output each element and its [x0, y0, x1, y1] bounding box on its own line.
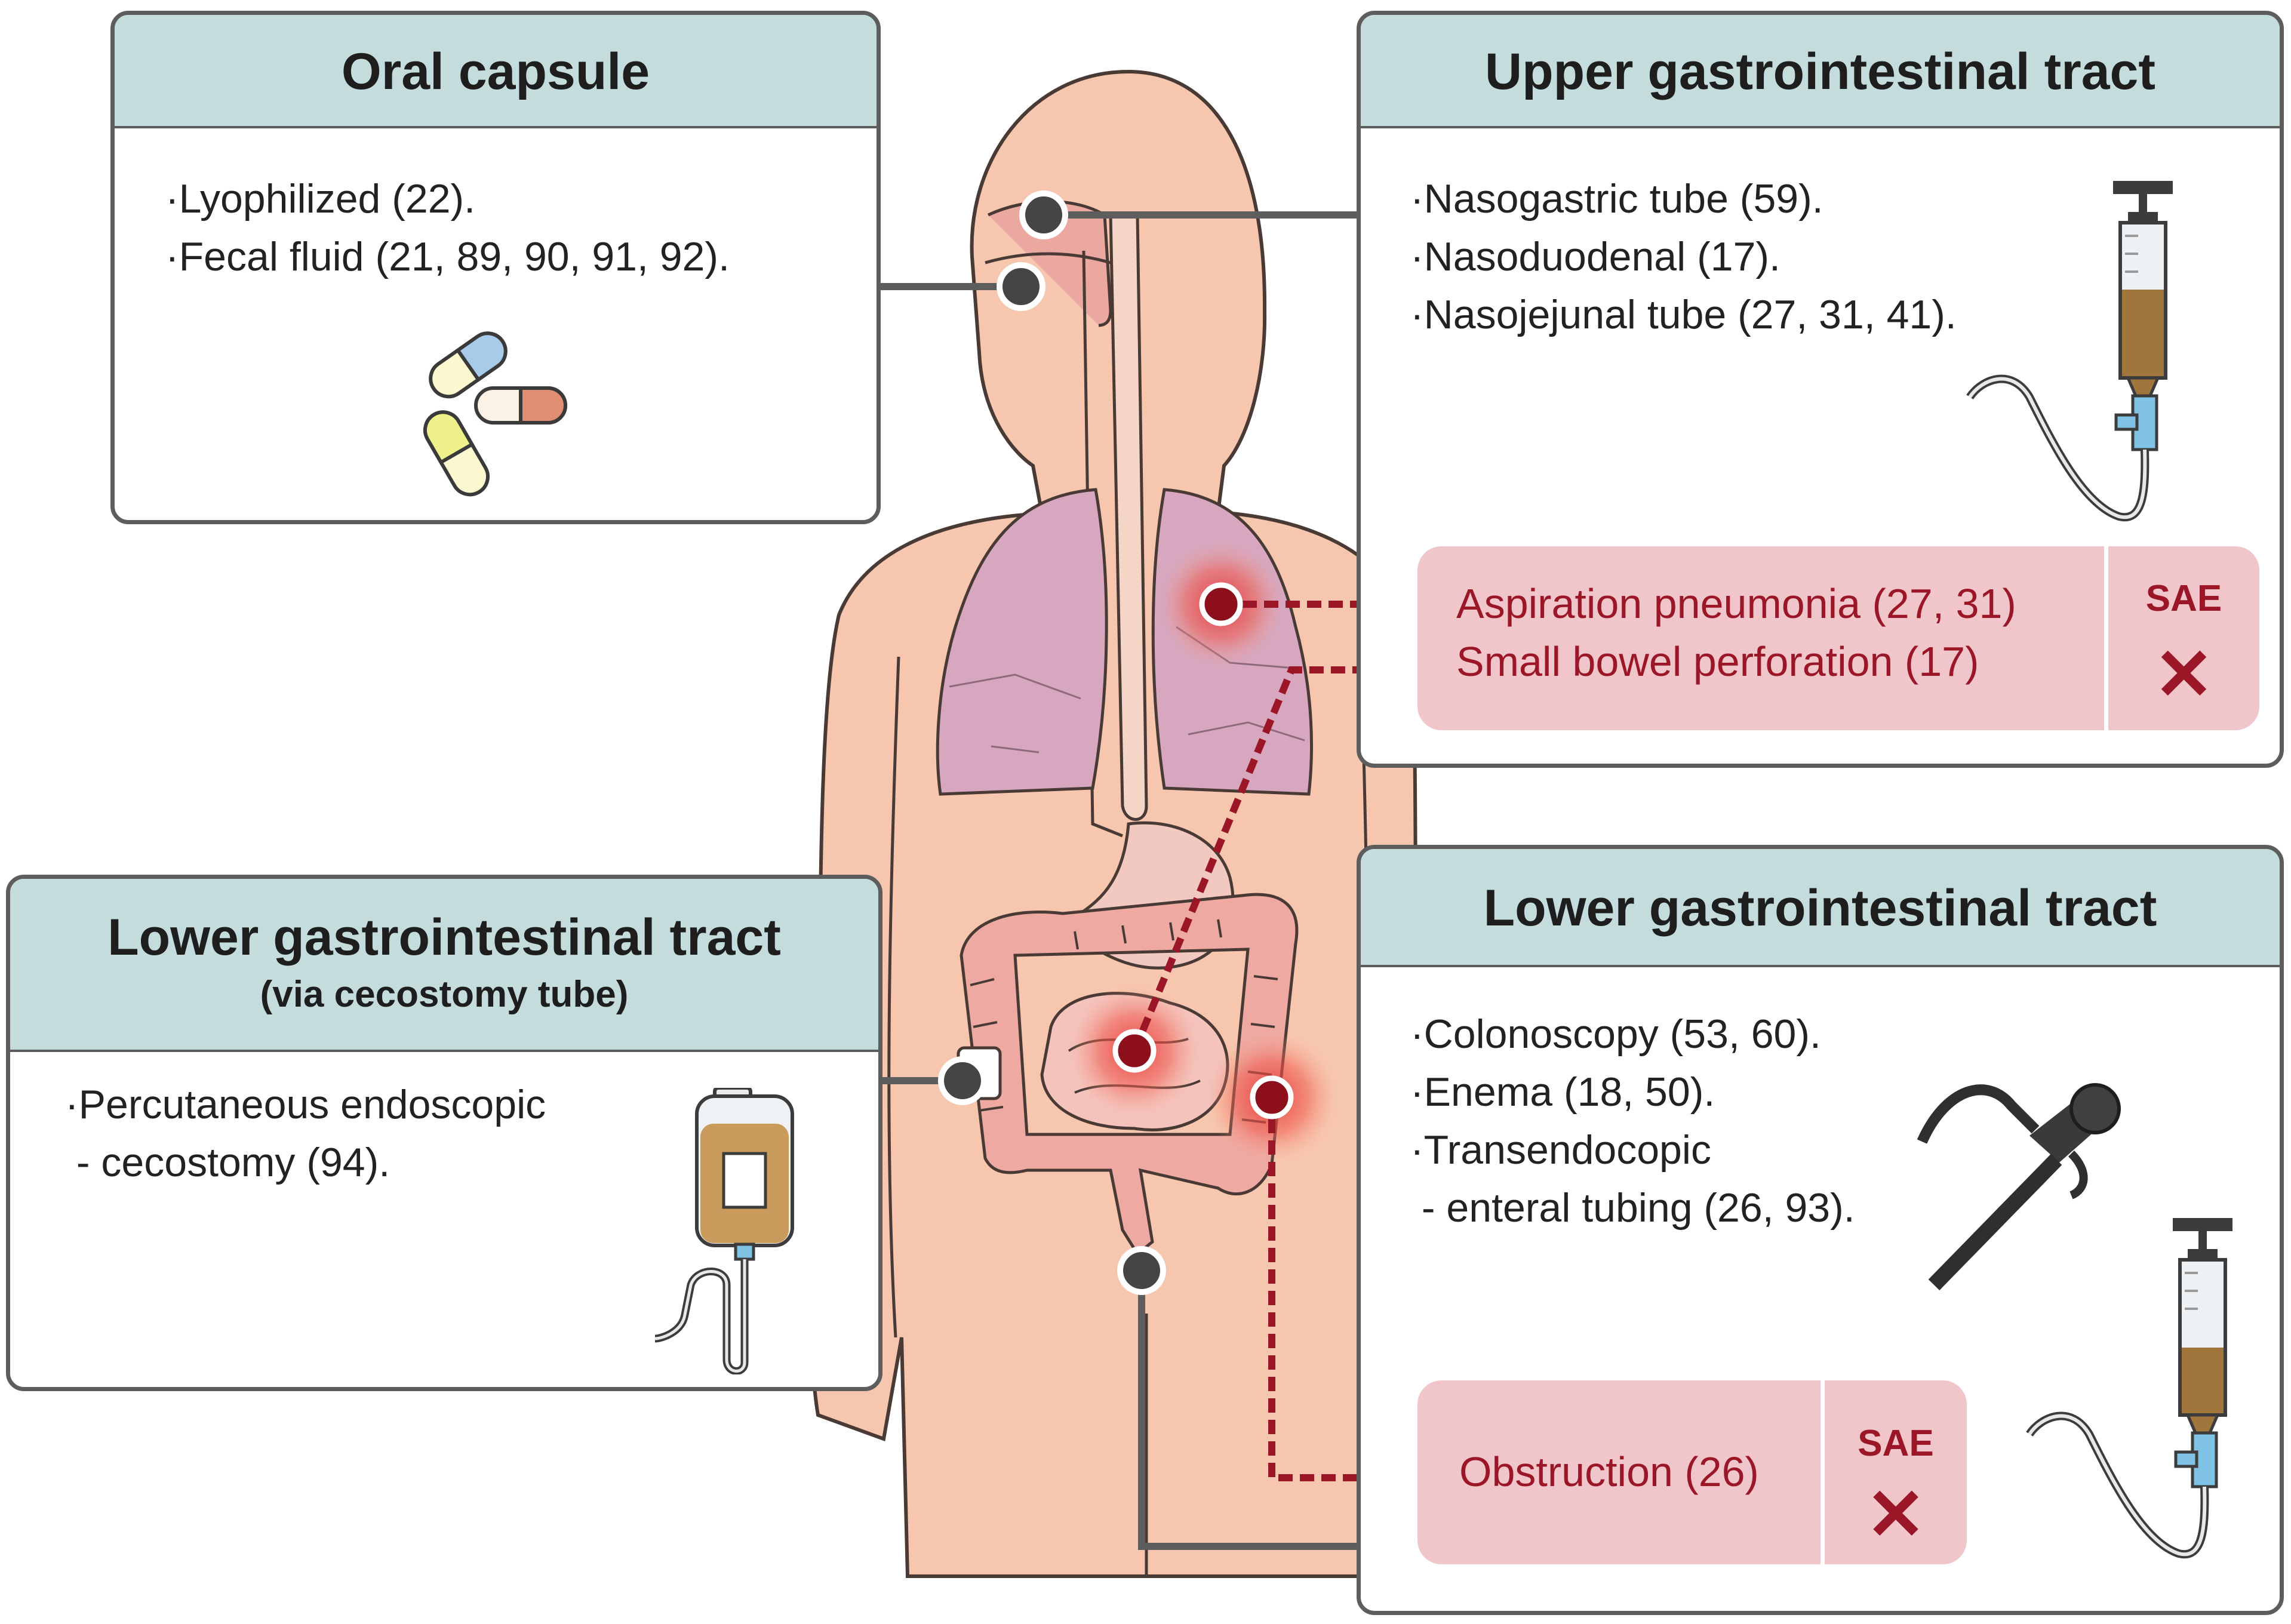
oral-capsule-list: ·Lyophilized (22). ·Fecal fluid (21, 89,…: [165, 170, 730, 286]
oral-capsule-item: ·Lyophilized (22).: [165, 176, 476, 222]
lower-gi-sae-box: Obstruction (26) SAE ✕: [1417, 1380, 1967, 1564]
upper-gi-sae-label: SAE: [2145, 578, 2222, 619]
lung-lesion-point: [1199, 582, 1243, 626]
lower-gi-list: ·Colonoscopy (53, 60). ·Enema (18, 50). …: [1410, 1005, 1855, 1237]
oral-capsule-title: Oral capsule: [341, 43, 650, 100]
upper-gi-header: Upper gastrointestinal tract: [1361, 15, 2280, 128]
oral-capsule-panel: Oral capsule ·Lyophilized (22). ·Fecal f…: [110, 11, 881, 524]
lower-gi-sae-x-icon: ✕: [1865, 1475, 1926, 1555]
upper-gi-sae-item: Small bowel perforation (17): [1456, 638, 1979, 685]
lower-gi-title: Lower gastrointestinal tract: [1483, 879, 2157, 937]
upper-gi-sae-box: Aspiration pneumonia (27, 31) Small bowe…: [1417, 546, 2259, 730]
lower-gi-sae-list: Obstruction (26): [1459, 1443, 1759, 1501]
cecostomy-item: ·Percutaneous endoscopic: [65, 1082, 546, 1127]
upper-gi-item: ·Nasojejunal tube (27, 31, 41).: [1410, 292, 1957, 337]
lower-gi-sae-item: Obstruction (26): [1459, 1448, 1759, 1495]
colon-lesion-point: [1250, 1075, 1294, 1119]
lower-gi-item: ·Enema (18, 50).: [1410, 1069, 1715, 1115]
upper-gi-sae-item: Aspiration pneumonia (27, 31): [1456, 580, 2016, 627]
lower-gi-item: ·Colonoscopy (53, 60).: [1410, 1011, 1821, 1057]
rectal-access-point: [1117, 1246, 1166, 1295]
upper-gi-panel: Upper gastrointestinal tract ·Nasogastri…: [1357, 11, 2284, 768]
small-bowel-lesion-point: [1112, 1029, 1157, 1073]
oral-capsule-header: Oral capsule: [115, 15, 877, 128]
cecostomy-panel: Lower gastrointestinal tract (via cecost…: [6, 875, 882, 1391]
oral-capsule-item: ·Fecal fluid (21, 89, 90, 91, 92).: [165, 234, 730, 279]
capsules-icon: [423, 331, 567, 497]
nasal-access-point: [1019, 190, 1068, 239]
upper-gi-list: ·Nasogastric tube (59). ·Nasoduodenal (1…: [1410, 170, 1957, 344]
lower-gi-item: - enteral tubing (26, 93).: [1410, 1185, 1855, 1231]
upper-gi-item: ·Nasogastric tube (59).: [1410, 176, 1823, 222]
endoscope-icon: [1917, 1083, 2121, 1291]
enema-bag-icon: [654, 1088, 794, 1374]
cecostomy-access-point: [938, 1056, 987, 1105]
upper-gi-title: Upper gastrointestinal tract: [1485, 43, 2155, 100]
lower-gi-panel: Lower gastrointestinal tract ·Colonoscop…: [1357, 845, 2284, 1615]
lower-gi-item: ·Transendocopic: [1410, 1127, 1711, 1173]
oral-access-point: [997, 262, 1045, 311]
cecostomy-title: Lower gastrointestinal tract: [107, 909, 781, 966]
upper-gi-sae-divider: [2104, 546, 2108, 730]
cecostomy-list: ·Percutaneous endoscopic - cecostomy (94…: [65, 1076, 546, 1192]
upper-gi-item: ·Nasoduodenal (17).: [1410, 234, 1780, 279]
lower-gi-sae-label: SAE: [1858, 1423, 1934, 1464]
lower-gi-sae-divider: [1821, 1380, 1825, 1564]
lower-gi-header: Lower gastrointestinal tract: [1361, 849, 2280, 967]
cecostomy-item: - cecostomy (94).: [65, 1140, 390, 1185]
syringe-icon: [1966, 181, 2173, 522]
cecostomy-subtitle: (via cecostomy tube): [260, 974, 629, 1015]
syringe-icon: [2026, 1218, 2232, 1559]
cecostomy-header: Lower gastrointestinal tract (via cecost…: [10, 879, 878, 1052]
connector-lower-gi: [1138, 1271, 1360, 1550]
upper-gi-sae-x-icon: ✕: [2154, 635, 2214, 715]
airway-esophagus: [985, 200, 1148, 838]
access-points: [938, 190, 1294, 1295]
upper-gi-sae-list: Aspiration pneumonia (27, 31) Small bowe…: [1456, 575, 2016, 691]
